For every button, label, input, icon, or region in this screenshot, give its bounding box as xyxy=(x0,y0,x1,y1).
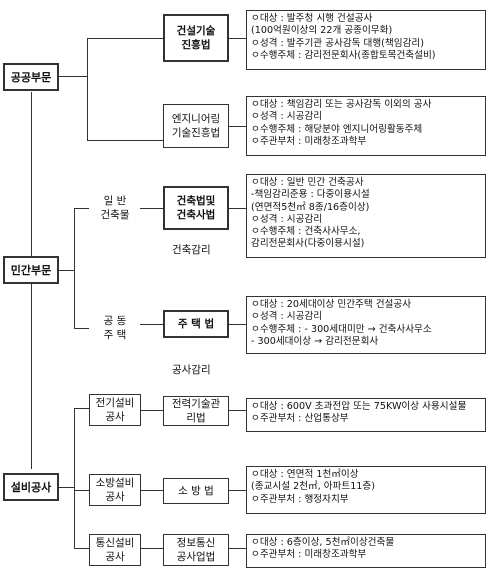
desc-electric-tech: ㅇ대상 : 600V 초과전압 또는 75KW이상 사용시설물 ㅇ주관부처 : … xyxy=(246,398,486,432)
law-line: 공사업법 xyxy=(176,551,216,563)
note-building-supervision: 건축감리 xyxy=(172,244,211,256)
law-line: 기술진흥법 xyxy=(171,127,221,139)
desc-link-line xyxy=(228,490,246,491)
desc-link-line xyxy=(228,548,246,549)
law-line: 정보통신 xyxy=(176,537,216,549)
sub-line: 일 반 xyxy=(103,195,127,207)
desc-line: ㅇ수행주체 : 감리전문회사(종합토목건축설비) xyxy=(251,49,436,61)
law-fire-act: 소 방 법 xyxy=(163,478,229,504)
desc-line: ㅇ주관부처 : 산업통상부 xyxy=(251,413,349,425)
desc-line: ㅇ대상 : 책임감리 또는 공사감독 이외의 공사 xyxy=(251,99,432,110)
equipment-sub3-line xyxy=(74,548,89,549)
desc-line: ㅇ대상 : 발주청 시행 건설공사 xyxy=(251,13,373,24)
desc-line: ㅇ대상 : 연면적 1천㎡이상 xyxy=(251,469,359,480)
desc-line: -책임감리준용 : 다중이용시설 xyxy=(251,189,370,201)
desc-building-act: ㅇ대상 : 일반 민간 건축공사 -책임감리준용 : 다중이용시설 (연면적5천… xyxy=(246,174,486,258)
desc-line: 감리전문회사(다중이용시설) xyxy=(251,238,365,250)
desc-link-line xyxy=(228,324,246,325)
sector-private-label: 민간부문 xyxy=(10,264,52,277)
sub-line: 공사 xyxy=(105,551,125,563)
law-line: 리법 xyxy=(186,412,206,424)
private-law2-line xyxy=(140,324,163,325)
desc-engineering: ㅇ대상 : 책임감리 또는 공사감독 이외의 공사 ㅇ성격 : 시공감리 ㅇ수행… xyxy=(246,96,486,156)
desc-line: (종교시설 2천㎡, 아파트11층) xyxy=(251,481,375,493)
desc-link-line xyxy=(228,410,246,411)
desc-line: ㅇ주관부처 : 미래창조과학부 xyxy=(251,135,367,147)
equipment-sub2-line xyxy=(74,490,89,491)
sub-apartment: 공 동 주 택 xyxy=(89,310,141,346)
sub-line: 공 동 xyxy=(103,315,127,327)
law-building-act: 건축법및 건축사법 xyxy=(163,186,229,230)
desc-line: ㅇ대상 : 20세대이상 민간주택 건설공사 xyxy=(251,299,412,310)
desc-line: ㅇ주관부처 : 행정자치부 xyxy=(251,493,349,505)
sub-line: 소방설비 xyxy=(95,477,135,489)
law-telecom-act: 정보통신 공사업법 xyxy=(163,534,229,566)
note-construction-supervision: 공사감리 xyxy=(172,364,211,376)
desc-line: ㅇ대상 : 일반 민간 건축공사 xyxy=(251,177,364,188)
sector-private: 민간부문 xyxy=(3,256,59,284)
law-line: 전력기술관 xyxy=(171,398,221,410)
sub-fire: 소방설비 공사 xyxy=(89,474,141,506)
equipment-law3-line xyxy=(140,548,163,549)
sub-line: 전기설비 xyxy=(95,397,135,409)
sub-telecom: 통신설비 공사 xyxy=(89,534,141,566)
sub-line: 공사 xyxy=(105,491,125,503)
law-line: 건축사법 xyxy=(176,209,216,221)
sector-public: 공공부문 xyxy=(3,63,59,91)
public-stem-line xyxy=(58,76,87,77)
desc-line: ㅇ성격 : 발주기관 공사감독 대행(책임감리) xyxy=(251,37,424,49)
public-branch-line xyxy=(87,38,88,140)
equipment-law1-line xyxy=(140,410,163,411)
desc-line: ㅇ대상 : 6층이상, 5천㎡이상건축물 xyxy=(251,537,395,548)
equipment-branch-line xyxy=(74,408,75,548)
desc-line: ㅇ대상 : 600V 초과전압 또는 75KW이상 사용시설물 xyxy=(251,401,467,412)
equipment-law2-line xyxy=(140,490,163,491)
desc-link-line xyxy=(228,126,246,127)
desc-telecom-act: ㅇ대상 : 6층이상, 5천㎡이상건축물 ㅇ주관부처 : 미래창조과학부 xyxy=(246,534,486,568)
private-law1-line xyxy=(140,208,163,209)
law-label: 주 택 법 xyxy=(177,318,215,330)
sub-electrical: 전기설비 공사 xyxy=(89,394,141,426)
desc-line: ㅇ성격 : 시공감리 xyxy=(251,311,323,323)
desc-line: ㅇ수행주체 : 해당분야 엔지니어링활동주체 xyxy=(251,123,423,135)
law-line: 진흥법 xyxy=(181,39,211,51)
sub-line: 공사 xyxy=(105,411,125,423)
law-housing-act: 주 택 법 xyxy=(163,310,229,338)
desc-housing-act: ㅇ대상 : 20세대이상 민간주택 건설공사 ㅇ성격 : 시공감리 ㅇ수행주체 … xyxy=(246,296,486,354)
sub-line: 통신설비 xyxy=(95,537,135,549)
desc-line: ㅇ성격 : 시공감리 xyxy=(251,111,323,123)
sector-equipment-label: 설비공사 xyxy=(10,481,52,494)
equipment-sub1-line xyxy=(74,408,89,409)
law-line: 건축법및 xyxy=(176,195,216,207)
desc-link-line xyxy=(228,208,246,209)
law-line: 엔지니어링 xyxy=(171,113,221,125)
public-law1-line xyxy=(87,38,163,39)
private-sub1-line xyxy=(74,208,89,209)
desc-line: ㅇ수행주체 : - 300세대미만 → 건축사사무소 xyxy=(251,323,432,335)
desc-construction-tech: ㅇ대상 : 발주청 시행 건설공사 (100억원이상의 22개 공종이무화) ㅇ… xyxy=(246,10,486,70)
desc-fire-act: ㅇ대상 : 연면적 1천㎡이상 (종교시설 2천㎡, 아파트11층) ㅇ주관부처… xyxy=(246,466,486,514)
private-sub2-line xyxy=(74,328,89,329)
equipment-stem-line xyxy=(58,487,74,488)
desc-line: - 300세대이상 → 감리전문회사 xyxy=(251,335,379,347)
law-line: 건설기술 xyxy=(176,25,216,37)
private-branch-line xyxy=(74,208,75,328)
public-law2-line xyxy=(87,140,163,141)
law-construction-tech: 건설기술 진흥법 xyxy=(163,14,229,62)
law-electric-tech: 전력기술관 리법 xyxy=(163,396,229,426)
sector-equipment: 설비공사 xyxy=(3,473,59,501)
sub-general-building: 일 반 건축물 xyxy=(89,188,141,228)
desc-link-line xyxy=(228,38,246,39)
sub-line: 건축물 xyxy=(100,209,130,221)
desc-line: ㅇ성격 : 시공감리 xyxy=(251,213,323,225)
law-label: 소 방 법 xyxy=(178,485,214,497)
desc-line: ㅇ수행주체 : 건축사사무소, xyxy=(251,226,361,238)
desc-line: (100억원이상의 22개 공종이무화) xyxy=(251,25,393,37)
desc-line: ㅇ주관부처 : 미래창조과학부 xyxy=(251,549,367,561)
law-engineering: 엔지니어링 기술진흥법 xyxy=(163,104,229,148)
private-stem-line xyxy=(58,270,74,271)
desc-line: (연면적5천㎡ 8종/16층이상) xyxy=(251,201,370,213)
sub-line: 주 택 xyxy=(103,329,127,341)
sector-public-label: 공공부문 xyxy=(10,71,52,84)
